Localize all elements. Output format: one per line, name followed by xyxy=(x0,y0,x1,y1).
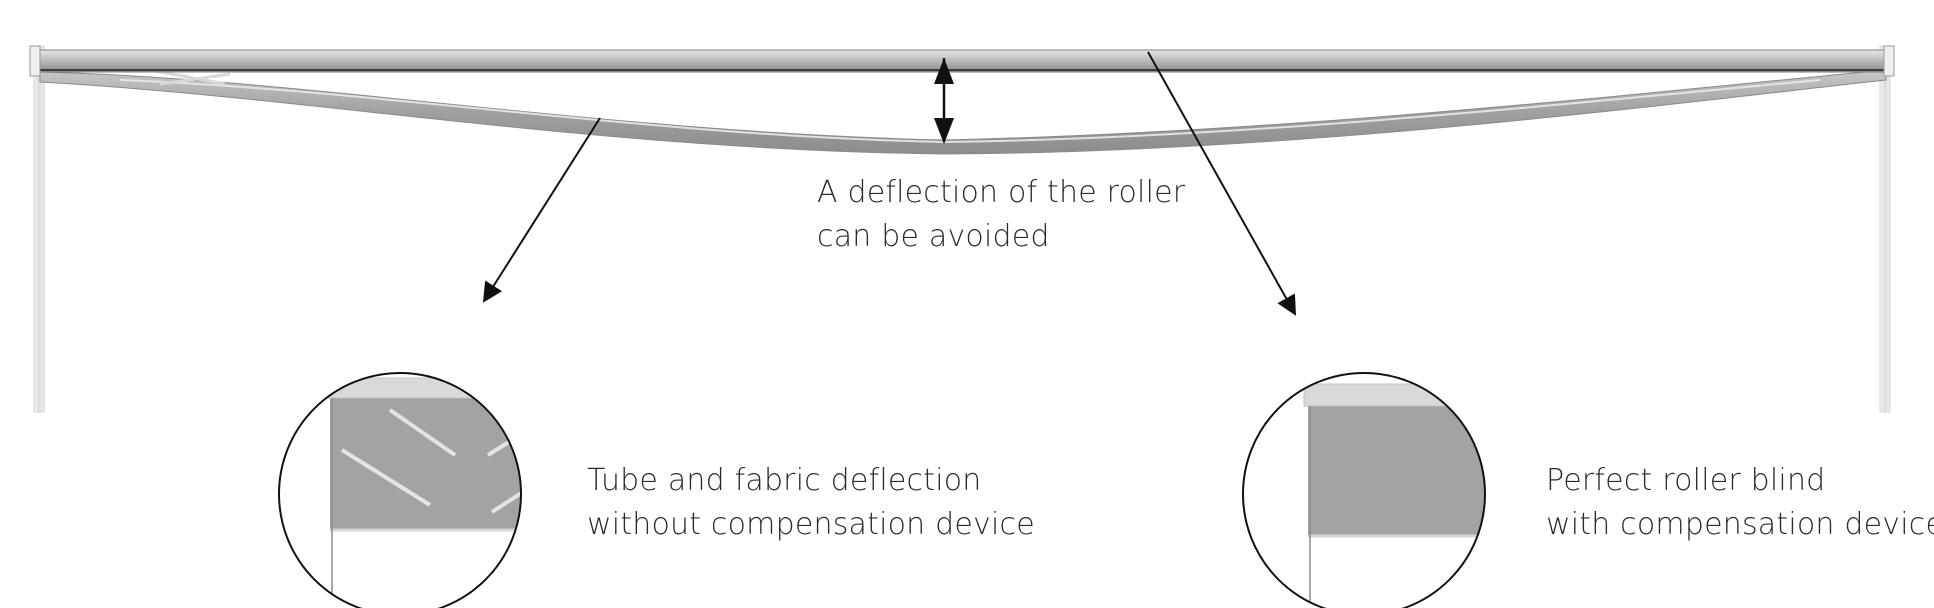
zoom-circle-outline xyxy=(1242,372,1486,608)
sagging-roller-tube xyxy=(39,69,1887,155)
fabric-wrinkle xyxy=(486,408,521,457)
with-device-caption: Perfect roller blind with compensation d… xyxy=(1546,459,1934,547)
fabric-panel-deflected xyxy=(330,395,521,530)
left-end-cap xyxy=(29,45,41,77)
without-device-caption: Tube and fabric deflection without compe… xyxy=(587,459,1035,547)
deflection-caption-line2: can be avoided xyxy=(817,219,1050,254)
deflection-arrow-head-down xyxy=(934,118,954,144)
fabric-wrinkle xyxy=(490,466,521,514)
fabric-panel-flat xyxy=(1308,404,1485,536)
deflection-caption: A deflection of the roller can be avoide… xyxy=(817,171,1185,259)
roller-head-left xyxy=(327,377,521,399)
deflection-caption-line1: A deflection of the roller xyxy=(817,175,1186,210)
without-device-caption-line2: without compensation device xyxy=(587,507,1035,542)
pointer-arrow-left xyxy=(482,117,601,303)
left-support-post xyxy=(33,45,45,413)
zoom-circle-with-device xyxy=(1242,372,1486,608)
zoom-circle-outline xyxy=(278,372,522,608)
with-device-caption-line2: with compensation device xyxy=(1546,507,1934,542)
without-device-caption-line1: Tube and fabric deflection xyxy=(587,463,982,498)
right-support-post xyxy=(1879,45,1891,413)
zoom-circle-without-device xyxy=(278,372,522,608)
fabric-wrinkle xyxy=(388,408,457,457)
roller-head-right xyxy=(1303,383,1485,407)
fabric-wrinkle xyxy=(340,448,432,507)
pointer-arrow-right xyxy=(1147,51,1296,316)
top-rail xyxy=(33,49,1891,73)
right-end-cap xyxy=(1883,45,1895,77)
deflection-arrow-head-up xyxy=(934,58,954,84)
with-device-caption-line1: Perfect roller blind xyxy=(1546,463,1826,498)
